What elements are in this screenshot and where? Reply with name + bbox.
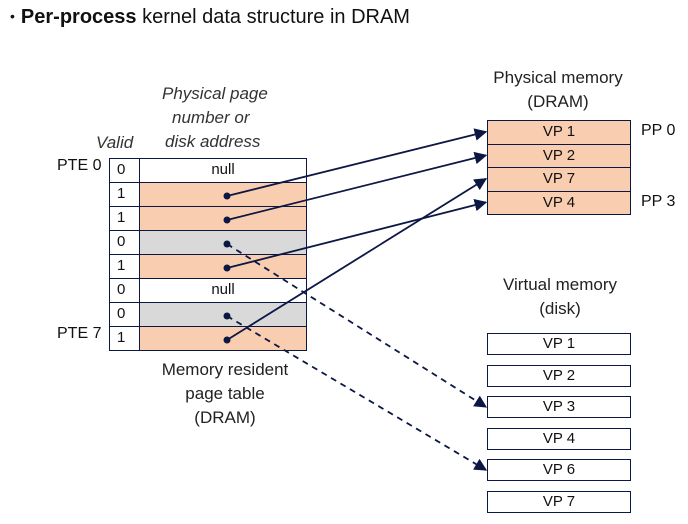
address-header-line-2: number or [172,108,250,127]
pte-valid-bit: 1 [109,206,140,231]
virtual-memory-title-line-1: Virtual memory [503,275,617,294]
physical-page: VP 2 [487,143,631,168]
page-table-caption-line-2: page table [185,384,265,403]
physical-memory-title-line-1: Physical memory [493,68,623,87]
pte-valid-bit: 1 [109,182,140,207]
title-rest: kernel data structure in DRAM [136,6,410,28]
pte-valid-bit: 0 [109,278,140,303]
pte-valid-bit: 0 [109,302,140,327]
pte-address [139,326,307,351]
physical-page: VP 7 [487,167,631,192]
pte-valid-bit: 0 [109,158,140,183]
pte-address: null [139,278,307,303]
virtual-page: VP 7 [487,490,631,513]
virtual-page: VP 4 [487,427,631,450]
pte-address [139,302,307,327]
physical-page: VP 4 [487,190,631,215]
virtual-page: VP 2 [487,364,631,387]
pte-address [139,254,307,279]
pte-first-label: PTE 0 [57,157,102,174]
virtual-page: VP 3 [487,396,631,418]
physical-page-number-label: PP 0 [641,122,676,139]
slide-title: • Per-process kernel data structure in DR… [10,6,410,29]
address-header-line-3: disk address [165,132,261,151]
title-bold: Per-process [20,6,137,28]
virtual-page: VP 1 [487,333,631,355]
pte-address [139,182,307,207]
pte-address [139,230,307,255]
valid-header: Valid [96,133,134,152]
virtual-memory-title-line-2: (disk) [539,299,581,318]
bullet-icon: • [10,8,15,24]
address-header-line-1: Physical page [162,84,268,103]
physical-page-number-label: PP 3 [641,192,676,210]
page-table-caption-line-1: Memory resident [161,360,289,379]
pte-valid-bit: 0 [109,230,140,255]
physical-page: VP 1 [487,120,631,145]
page-table-caption-line-3: (DRAM) [194,408,256,427]
physical-memory-title-line-2: (DRAM) [527,92,589,111]
pte-last-label: PTE 7 [57,325,102,342]
pte-valid-bit: 1 [109,254,140,279]
virtual-page: VP 6 [487,459,631,481]
pte-address: null [139,158,307,183]
pte-address [139,206,307,231]
pte-valid-bit: 1 [109,326,140,351]
